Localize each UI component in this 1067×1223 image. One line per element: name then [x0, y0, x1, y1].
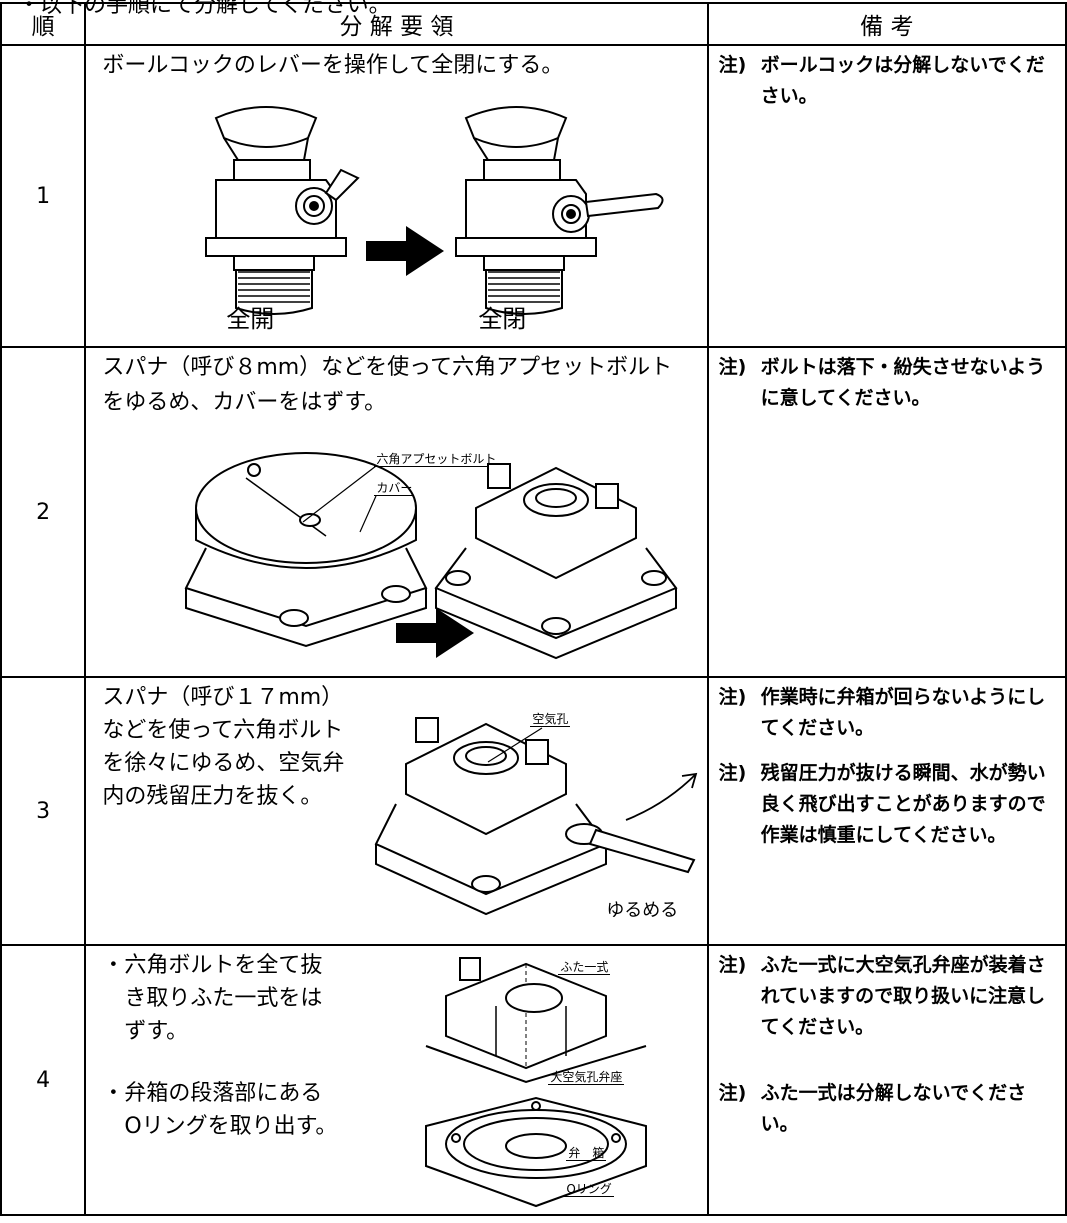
step-number: 4	[0, 944, 87, 1216]
instruction-line: をゆるめ、カバーをはずす。	[102, 390, 387, 415]
instruction-line: スパナ（呼び８mm）などを使って六角アプセットボルト	[102, 355, 673, 380]
note-text: 作業時に弁箱が回らないようにしてください。	[760, 686, 1046, 739]
note-prefix: 注)	[718, 356, 747, 378]
valve-without-cover-illustration	[434, 463, 678, 660]
note-text: ふた一式は分解しないでください。	[760, 1082, 1027, 1135]
label-air-hole: 空気孔	[530, 712, 571, 727]
label-loosen: ゆるめる	[606, 900, 679, 921]
bullet-mark: ・	[102, 1081, 125, 1106]
instruction-line: ボールコックのレバーを操作して全閉にする。	[102, 53, 564, 78]
bullet-mark: ・	[102, 953, 125, 978]
header-no: 順	[0, 2, 87, 46]
instruction-line: などを使って六角ボルト	[102, 718, 344, 743]
header-main: 分 解 要 領	[84, 2, 709, 46]
label-fully-closed: 全閉	[478, 305, 527, 333]
label-hex-upset-bolt: 六角アプセットボルト	[374, 452, 499, 467]
instruction-line: を徐々にゆるめ、空気弁	[102, 751, 345, 776]
label-large-air-hole-seat: 大空気孔弁座	[548, 1070, 625, 1085]
note-text: ボールコックは分解しないでください。	[760, 54, 1045, 107]
bolt-leader-line	[302, 465, 377, 523]
label-lid-assembly: ふた一式	[558, 960, 611, 975]
instruction-line: ずす。	[124, 1019, 189, 1044]
note-prefix: 注)	[718, 954, 747, 976]
instruction-line: 六角ボルトを全て抜	[124, 953, 323, 978]
instruction-line: 弁箱の段落部にある	[124, 1081, 323, 1106]
table-row: 2 スパナ（呼び８mm）などを使って六角アプセットボルト をゆるめ、カバーをはず…	[0, 346, 1067, 678]
table-row: 1 ボールコックのレバーを操作して全閉にする。	[0, 44, 1067, 348]
instruction-line: Oリングを取り出す。	[124, 1114, 338, 1139]
step-number: 1	[0, 44, 87, 348]
step-notes: 注) 作業時に弁箱が回らないようにしてください。 注) 残留圧力が抜ける瞬間、水…	[706, 676, 1067, 946]
step-notes: 注) ボルトは落下・紛失させないように意してください。	[706, 346, 1067, 678]
instruction-line: き取りふた一式をは	[124, 986, 323, 1011]
step-instructions: スパナ（呼び８mm）などを使って六角アプセットボルト をゆるめ、カバーをはずす。…	[84, 346, 709, 678]
header-note: 備 考	[706, 2, 1067, 46]
ball-cock-closed-illustration	[455, 106, 664, 315]
loosen-hex-bolt-illustration	[374, 717, 698, 916]
step-instructions: ボールコックのレバーを操作して全閉にする。	[84, 44, 709, 348]
air-hole-leader-line	[487, 727, 543, 763]
right-arrow-icon	[366, 226, 445, 276]
step-notes: 注) ボールコックは分解しないでください。	[706, 44, 1067, 348]
right-arrow-icon	[396, 608, 475, 658]
label-cover: カバー	[374, 481, 415, 496]
note-prefix: 注)	[718, 54, 747, 76]
note-text: 残留圧力が抜ける瞬間、水が勢い良く飛び出すことがありますので作業は慎重にしてくだ…	[760, 762, 1046, 846]
label-o-ring: Oリング	[564, 1182, 614, 1197]
cover-removal-illustration	[184, 452, 428, 648]
step-number: 2	[0, 346, 87, 678]
step-number: 3	[0, 676, 87, 946]
note-prefix: 注)	[718, 762, 747, 784]
step-instructions: スパナ（呼び１７mm） などを使って六角ボルト を徐々にゆるめ、空気弁 内の残留…	[84, 676, 709, 946]
table-header-row: 順 分 解 要 領 備 考	[0, 2, 1067, 46]
lid-assembly-illustration	[425, 957, 647, 1084]
note-text: ふた一式に大空気孔弁座が装着されていますので取り扱いに注意してください。	[760, 954, 1046, 1038]
instruction-line: スパナ（呼び１７mm）	[102, 685, 344, 710]
cover-leader-line	[359, 495, 377, 533]
step-notes: 注) ふた一式に大空気孔弁座が装着されていますので取り扱いに注意してください。 …	[706, 944, 1067, 1216]
table-row: 4 ・ 六角ボルトを全て抜 き取りふた一式をは ずす。 ・ 弁箱の段落部にある …	[0, 944, 1067, 1216]
valve-body-illustration	[425, 1096, 648, 1208]
note-prefix: 注)	[718, 1082, 747, 1104]
instruction-line: 内の残留圧力を抜く。	[102, 784, 323, 809]
table-row: 3 スパナ（呼び１７mm） などを使って六角ボルト を徐々にゆるめ、空気弁 内の…	[0, 676, 1067, 946]
note-prefix: 注)	[718, 686, 747, 708]
label-valve-body: 弁 箱	[566, 1146, 607, 1161]
label-fully-open: 全開	[226, 305, 275, 333]
step-instructions: ・ 六角ボルトを全て抜 き取りふた一式をは ずす。 ・ 弁箱の段落部にある Oリ…	[84, 944, 709, 1216]
ball-cock-open-illustration	[205, 106, 361, 315]
note-text: ボルトは落下・紛失させないように意してください。	[760, 356, 1046, 409]
